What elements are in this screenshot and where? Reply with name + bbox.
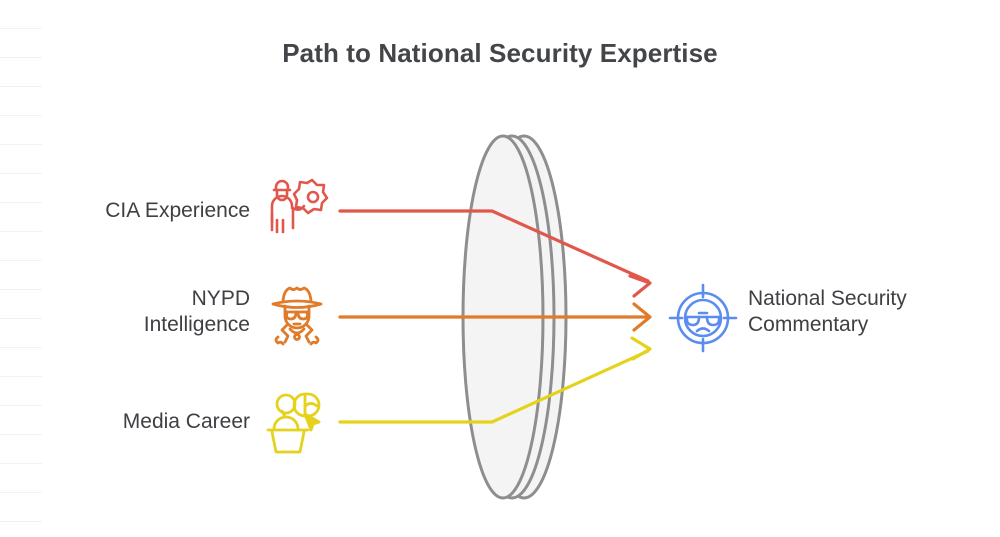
podium-body: [270, 430, 306, 454]
target-mask-left-eye: [685, 315, 701, 327]
target-face-outline: [683, 298, 723, 338]
source-label-nypd-line2: Intelligence: [143, 313, 250, 337]
target-label-line1: National Security: [748, 287, 907, 310]
connector-media-path: [338, 349, 650, 424]
connector-cia: [338, 209, 652, 298]
officer-badge-center: [306, 190, 320, 204]
speech-bubble-left: [292, 392, 307, 418]
spy-hand-right: [309, 335, 320, 346]
speaker-head: [275, 393, 297, 415]
spy-chest: [288, 327, 306, 335]
spy-glasses-left: [285, 310, 298, 321]
spy-face: [283, 304, 311, 330]
speaker-shoulders: [272, 415, 300, 431]
connector-media-arrowhead: [630, 336, 652, 361]
target-label-line2: Commentary: [748, 313, 869, 337]
spy-button: [293, 333, 301, 341]
spy-hand-left: [274, 335, 285, 346]
spy-glasses-right: [296, 310, 309, 321]
source-label-media: Media Career: [122, 410, 250, 433]
target-label: National Security Commentary: [748, 286, 988, 339]
source-label-cia: CIA Experience: [105, 199, 250, 222]
spy-collar-right: [304, 323, 314, 344]
officer-badge-star: [292, 178, 329, 215]
crosshair-masked-face-icon: [666, 281, 740, 355]
target-mask-right-eye: [705, 315, 721, 327]
connector-nypd-arrowhead: [632, 302, 652, 332]
source-label-nypd-line1: NYPD: [191, 287, 250, 310]
target-mouth: [695, 327, 711, 333]
spy-collar-left: [280, 323, 290, 344]
page-title: Path to National Security Expertise: [282, 38, 718, 68]
spy-detective-icon: [260, 281, 334, 355]
officer-cap-crown: [274, 179, 290, 192]
spy-hat-crown: [281, 286, 313, 303]
speech-bubble-line: [303, 402, 319, 408]
connector-media: [338, 336, 652, 424]
podium-speaker-icon: [260, 386, 334, 460]
connector-cia-arrowhead: [628, 274, 652, 298]
police-officer-badge-icon: [260, 172, 334, 246]
connector-nypd: [338, 302, 652, 332]
connector-cia-path: [338, 209, 650, 283]
officer-body: [270, 194, 294, 224]
spy-hat-brim: [271, 299, 323, 309]
officer-head: [275, 189, 289, 202]
source-label-nypd: NYPD Intelligence: [20, 286, 250, 339]
cursor-arrow: [303, 412, 321, 432]
